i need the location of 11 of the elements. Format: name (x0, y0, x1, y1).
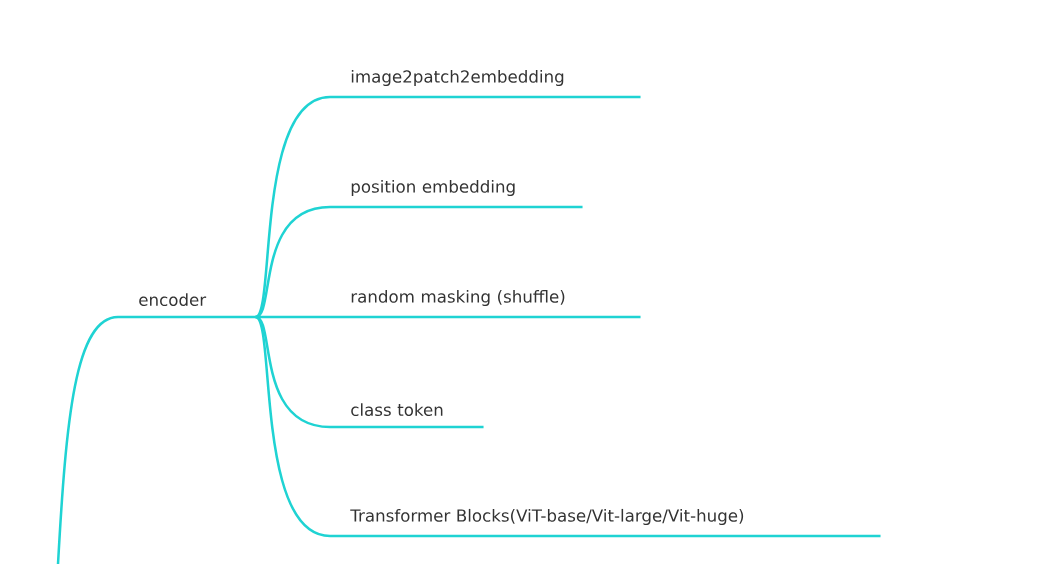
branch-curve (254, 316, 331, 538)
branch-topic: class token (330, 403, 484, 429)
branch-topic: position embedding (330, 179, 583, 209)
branch-topic: image2patch2embedding (330, 69, 641, 99)
branch-topic: encoder (118, 293, 256, 319)
branch-curve (56, 315, 119, 564)
branch-curve (255, 315, 330, 319)
branch-topic: random masking (shuffle) (330, 289, 641, 319)
branch-curve (254, 205, 331, 319)
branch-topic: Transformer Blocks(ViT-base/Vit-large/Vit-huge) (330, 508, 881, 538)
branch-curve (254, 95, 331, 318)
